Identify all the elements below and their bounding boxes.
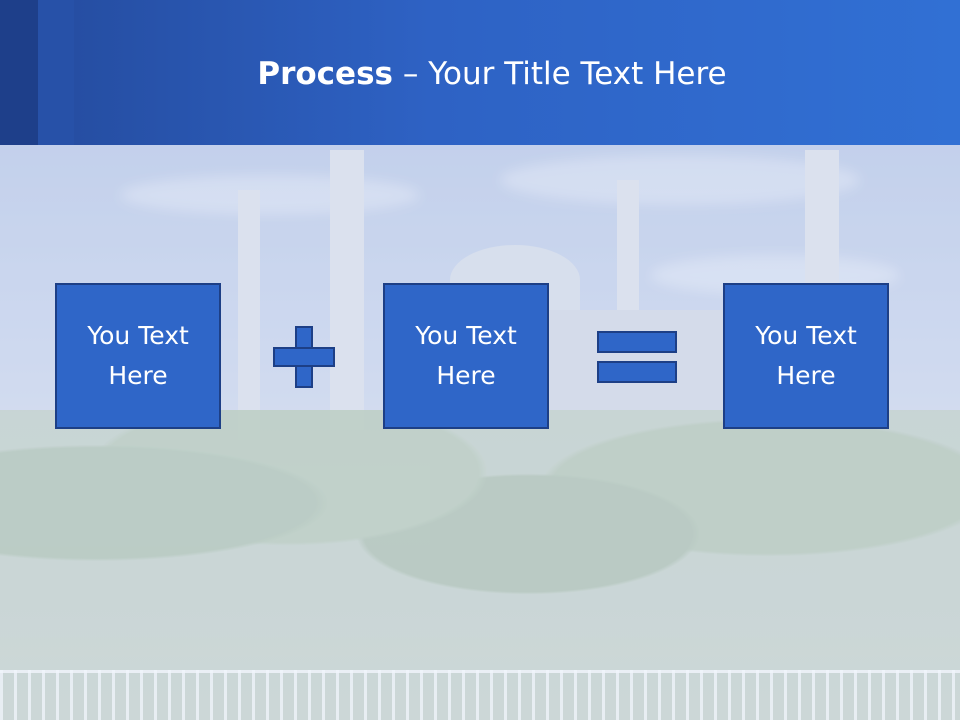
box-text-line2: Here: [108, 361, 168, 390]
fence: [0, 670, 960, 720]
trees: [0, 410, 960, 720]
process-box-2[interactable]: You Text Here: [383, 283, 549, 429]
header-accent-block: [38, 0, 74, 145]
minaret-shape: [330, 150, 364, 430]
process-box-3[interactable]: You Text Here: [723, 283, 889, 429]
box-text-line1: You Text: [415, 321, 517, 350]
minaret-shape: [238, 190, 260, 440]
slide-title[interactable]: Process – Your Title Text Here: [0, 52, 960, 96]
header-accent-block: [0, 0, 38, 145]
process-box-1[interactable]: You Text Here: [55, 283, 221, 429]
photo-overlay: [0, 145, 960, 720]
title-rest: – Your Title Text Here: [393, 56, 727, 92]
title-bold: Process: [257, 56, 393, 92]
box-text-line1: You Text: [755, 321, 857, 350]
box-text-line2: Here: [776, 361, 836, 390]
header-band: Process – Your Title Text Here: [0, 0, 960, 145]
box-text-line1: You Text: [87, 321, 189, 350]
box-text-line2: Here: [436, 361, 496, 390]
